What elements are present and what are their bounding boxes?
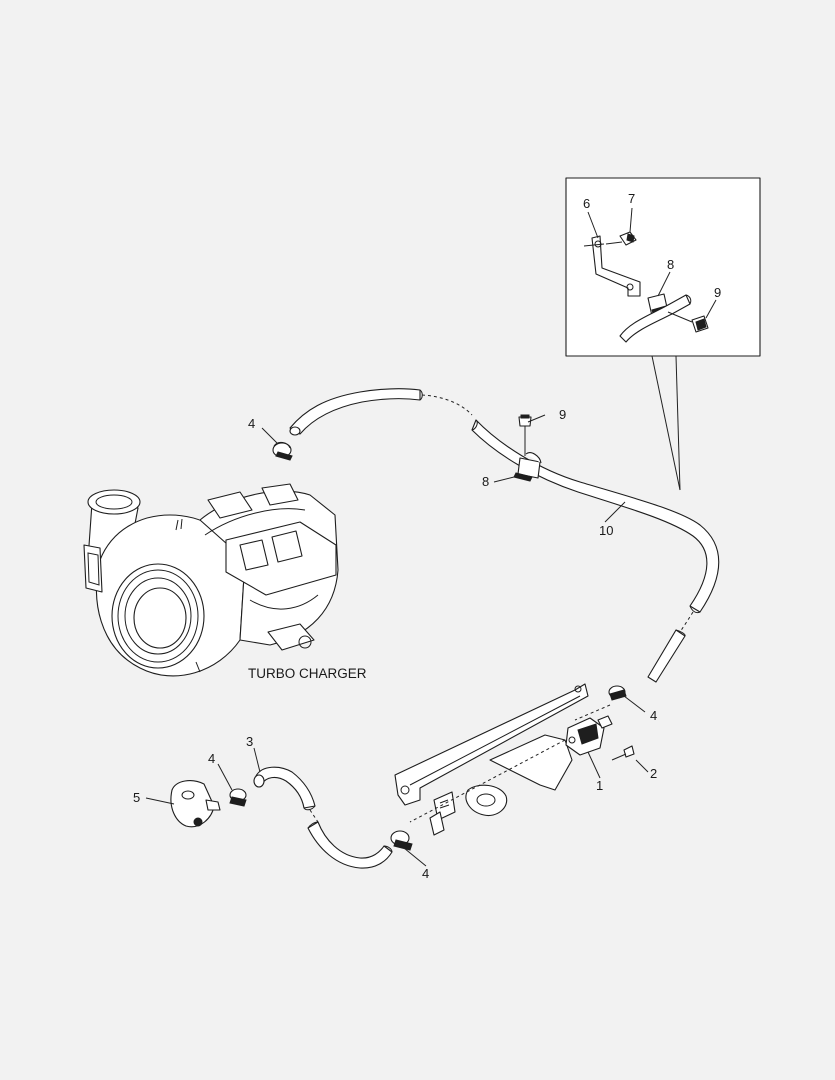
- callout-4-lower-left: 4: [208, 751, 215, 766]
- hose-10: [289, 388, 720, 683]
- callout-numbers: 1 2 3 4 4 4 4 5 8 9 10 6 7 8 9: [133, 191, 721, 881]
- turbo-charger-label: TURBO CHARGER: [248, 666, 367, 681]
- hose-clip-8: [513, 452, 542, 482]
- callout-leaders: [145, 207, 717, 867]
- inset-callout-7: 7: [628, 191, 635, 206]
- hose-3: [253, 766, 393, 869]
- fitting-5: [170, 780, 221, 828]
- hose-clamp-4-lower-right: [390, 830, 413, 851]
- callout-9: 9: [559, 407, 566, 422]
- mounting-bracket: [394, 683, 589, 836]
- callout-4-upper: 4: [248, 416, 255, 431]
- hose-clamp-4-lower-left: [229, 788, 247, 807]
- callout-1: 1: [596, 778, 603, 793]
- inset-callout-6: 6: [583, 196, 590, 211]
- callout-10: 10: [599, 523, 613, 538]
- detail-inset: [565, 177, 761, 491]
- inset-callout-9: 9: [714, 285, 721, 300]
- turbocharger-illustration: [83, 483, 339, 677]
- inset-callout-8: 8: [667, 257, 674, 272]
- callout-8: 8: [482, 474, 489, 489]
- callout-3: 3: [246, 734, 253, 749]
- pressure-sensor-1: [565, 715, 613, 756]
- screw-2: [611, 745, 635, 761]
- callout-4-lower-right: 4: [422, 866, 429, 881]
- callout-4-right: 4: [650, 708, 657, 723]
- hose-clamp-4-upper: [272, 441, 293, 461]
- callout-2: 2: [650, 766, 657, 781]
- callout-5: 5: [133, 790, 140, 805]
- bolt-9: [518, 414, 532, 456]
- hose-clamp-4-right: [608, 685, 627, 701]
